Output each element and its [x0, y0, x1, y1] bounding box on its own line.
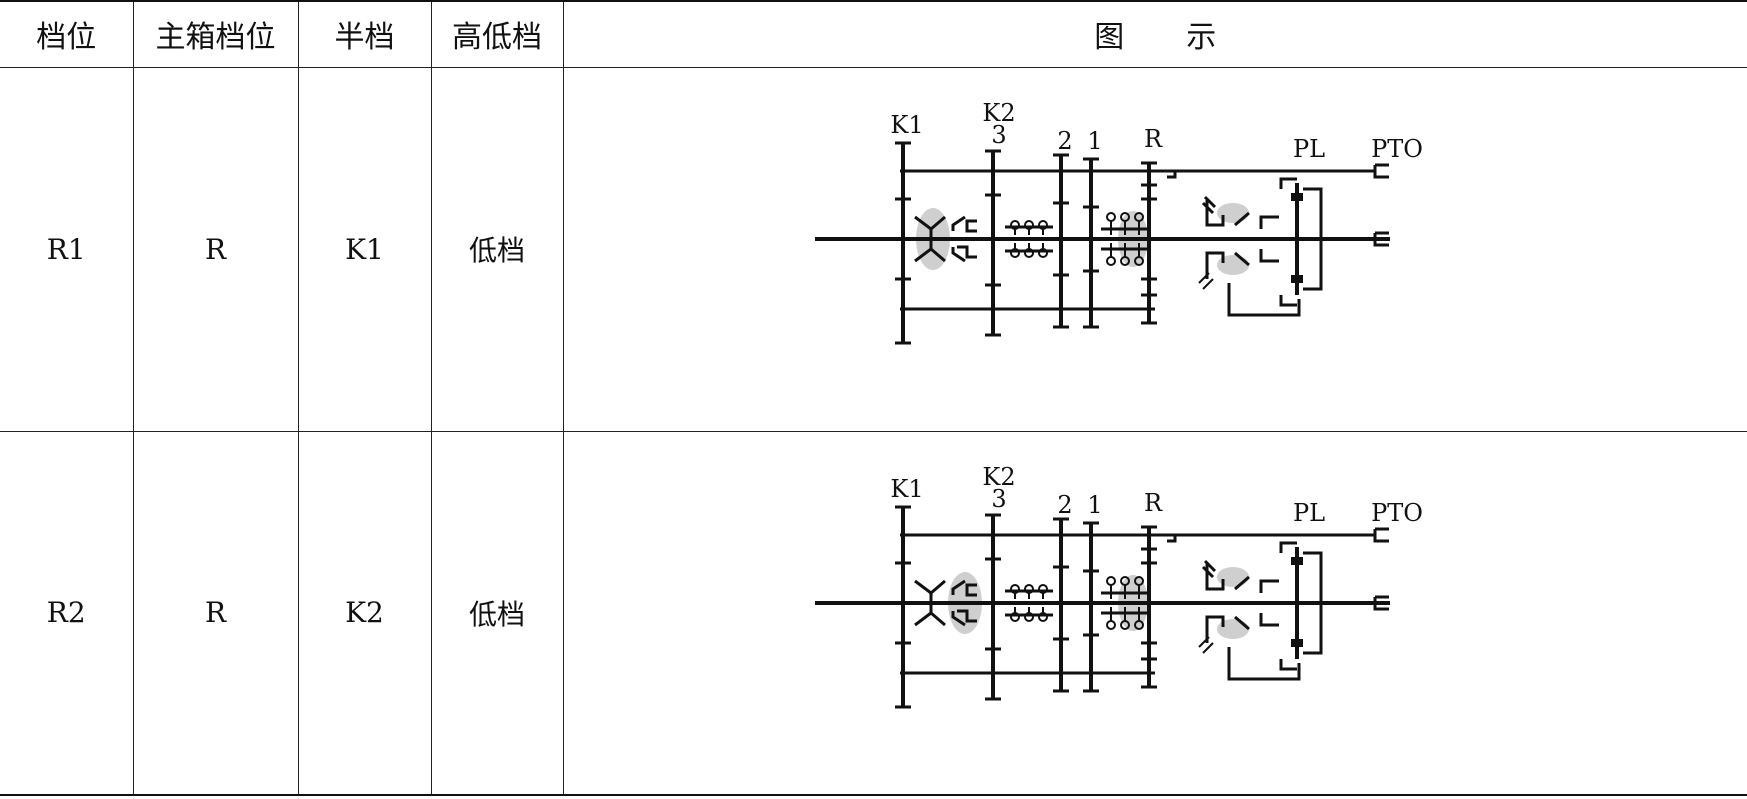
label-gear-1: 1 [1088, 127, 1103, 155]
label-gear-3: 3 [992, 121, 1007, 149]
label-pl: PL [1293, 135, 1325, 163]
header-diagram-char-2: 示 [1186, 20, 1217, 56]
synchro-hub [1005, 225, 1054, 253]
cell-main-box-gear: R [132, 431, 298, 795]
label-gear-3: 3 [992, 485, 1007, 513]
header-gear: 档位 [36, 20, 97, 56]
carrier-link [1279, 541, 1298, 671]
range-clutch-block [1291, 638, 1304, 647]
lower-carrier-link [1227, 283, 1301, 317]
half-gear-synchronizer [914, 215, 947, 263]
label-pto: PTO [1371, 499, 1423, 527]
label-gear-1: 1 [1088, 491, 1103, 519]
header-diagram-char-1: 图 [1094, 20, 1125, 56]
label-k1: K1 [891, 111, 924, 139]
half-gear-synchronizer [951, 579, 967, 626]
range-clutch-block [1291, 193, 1304, 201]
reverse-hub [1101, 227, 1150, 251]
label-k1: K1 [891, 475, 924, 503]
carrier-link [1279, 177, 1298, 307]
ground-hatch [1198, 636, 1214, 654]
reverse-hub [1101, 591, 1150, 615]
range-housing [1202, 195, 1225, 279]
label-k2: K2 [983, 463, 1016, 491]
half-gear-synchronizer [914, 579, 947, 626]
synchro-ball [1106, 575, 1117, 586]
pto-output [1373, 527, 1390, 543]
main-output [1373, 595, 1390, 611]
cell-half-gear: K2 [297, 431, 431, 795]
header-row: 档位 主箱档位 半档 高低档 图示 [0, 1, 1747, 67]
cell-range: 低档 [430, 431, 563, 795]
range-housing [1202, 559, 1225, 643]
header-half-gear: 半档 [297, 1, 431, 67]
cell-main-box-gear: R [132, 67, 298, 431]
main-output [1373, 231, 1390, 247]
ring-gear [1259, 215, 1280, 263]
header-main-box-gear: 主箱档位 [132, 1, 298, 67]
range-clutch-block [1291, 556, 1304, 565]
header-range: 高低档 [430, 1, 563, 67]
label-pto: PTO [1371, 135, 1423, 163]
header-diagram: 图示 [562, 1, 1747, 67]
label-gear-2: 2 [1058, 127, 1073, 155]
half-gear-synchronizer [951, 215, 967, 263]
cell-gear: R1 [46, 232, 86, 266]
cell-range: 低档 [430, 67, 563, 431]
pto-output [1373, 163, 1390, 179]
label-gear-2: 2 [1058, 491, 1073, 519]
range-clutch-block [1291, 275, 1304, 283]
half-gear-sleeve [957, 219, 978, 259]
output-cage [1303, 551, 1376, 655]
label-gear-r: R [1144, 489, 1163, 517]
pto-coupling [1167, 169, 1177, 179]
label-pl: PL [1293, 499, 1325, 527]
cell-half-gear: K1 [297, 67, 431, 431]
label-gear-r: R [1144, 125, 1163, 153]
cell-gear: R2 [46, 596, 86, 630]
lower-carrier-link [1227, 646, 1301, 681]
planet-arms [1234, 211, 1251, 267]
pto-coupling [1167, 533, 1177, 543]
synchro-ball [1106, 619, 1117, 630]
ground-hatch [1198, 272, 1214, 290]
output-cage [1303, 187, 1376, 291]
synchro-ball [1106, 256, 1117, 266]
synchro-ball [1106, 212, 1117, 222]
ring-gear [1259, 579, 1280, 627]
label-k2: K2 [983, 99, 1016, 127]
half-gear-sleeve [957, 583, 978, 623]
planet-arms [1234, 575, 1251, 630]
synchro-hub [1005, 589, 1054, 617]
